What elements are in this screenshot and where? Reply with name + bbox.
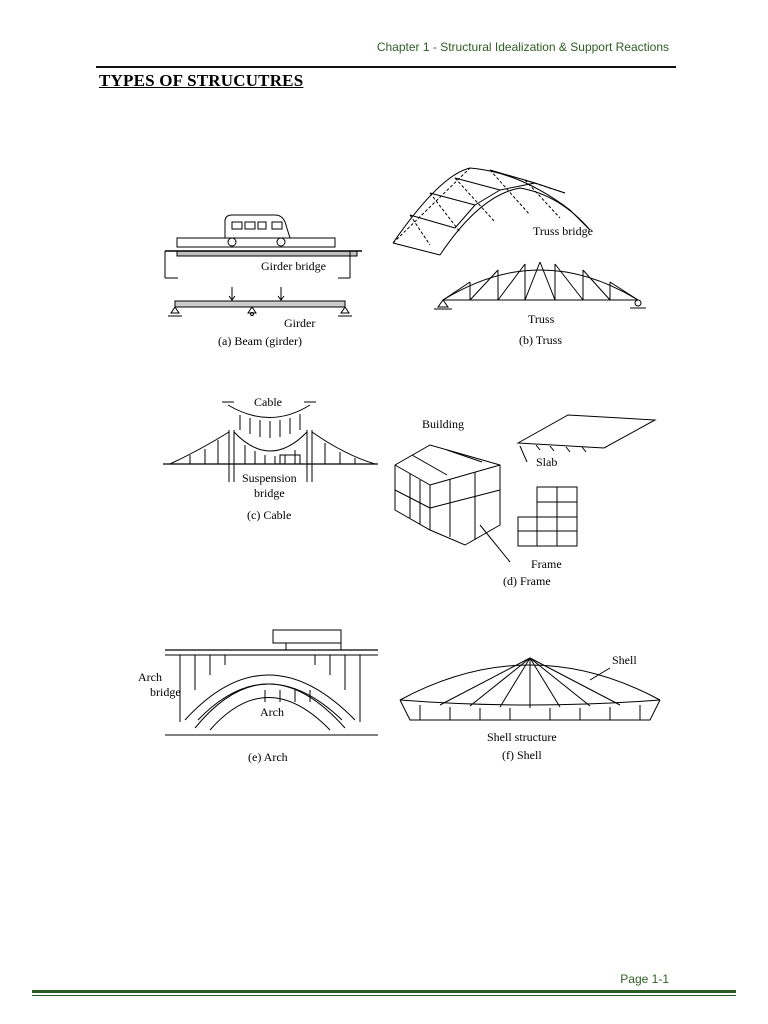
- label-building: Building: [422, 417, 464, 431]
- figure-cable: [163, 401, 378, 482]
- header-rule: [96, 66, 676, 68]
- page-number: Page 1-1: [620, 972, 669, 986]
- footer-rule: [32, 990, 736, 993]
- label-suspension: Suspension: [242, 471, 297, 485]
- figure-beam: [164, 214, 362, 317]
- footer-rule-thin: [32, 995, 736, 996]
- figure-frame: [394, 414, 657, 563]
- figure-truss: [392, 167, 646, 310]
- label-suspension-bridge: bridge: [254, 486, 285, 500]
- page-title: TYPES OF STRUCUTRES: [99, 71, 304, 90]
- caption-beam: (a) Beam (girder): [218, 334, 302, 348]
- label-cable: Cable: [254, 395, 282, 409]
- label-arch-bridge-2: bridge: [150, 685, 181, 699]
- chapter-header: Chapter 1 - Structural Idealization & Su…: [376, 40, 669, 54]
- label-truss-bridge: Truss bridge: [533, 224, 593, 238]
- label-arch-bridge-1: Arch: [138, 670, 162, 684]
- label-girder: Girder: [284, 316, 315, 330]
- caption-truss: (b) Truss: [519, 333, 562, 347]
- label-frame: Frame: [531, 557, 562, 571]
- caption-shell: (f) Shell: [502, 748, 542, 762]
- caption-arch: (e) Arch: [248, 750, 288, 764]
- figure-arch: [165, 629, 378, 736]
- label-slab: Slab: [536, 455, 557, 469]
- label-truss: Truss: [528, 312, 555, 326]
- label-shell-structure: Shell structure: [487, 730, 557, 744]
- label-arch: Arch: [260, 705, 284, 719]
- caption-frame: (d) Frame: [503, 574, 551, 588]
- caption-cable: (c) Cable: [247, 508, 291, 522]
- label-shell: Shell: [612, 653, 637, 667]
- label-girder-bridge: Girder bridge: [261, 259, 326, 273]
- figure-shell: [399, 657, 661, 721]
